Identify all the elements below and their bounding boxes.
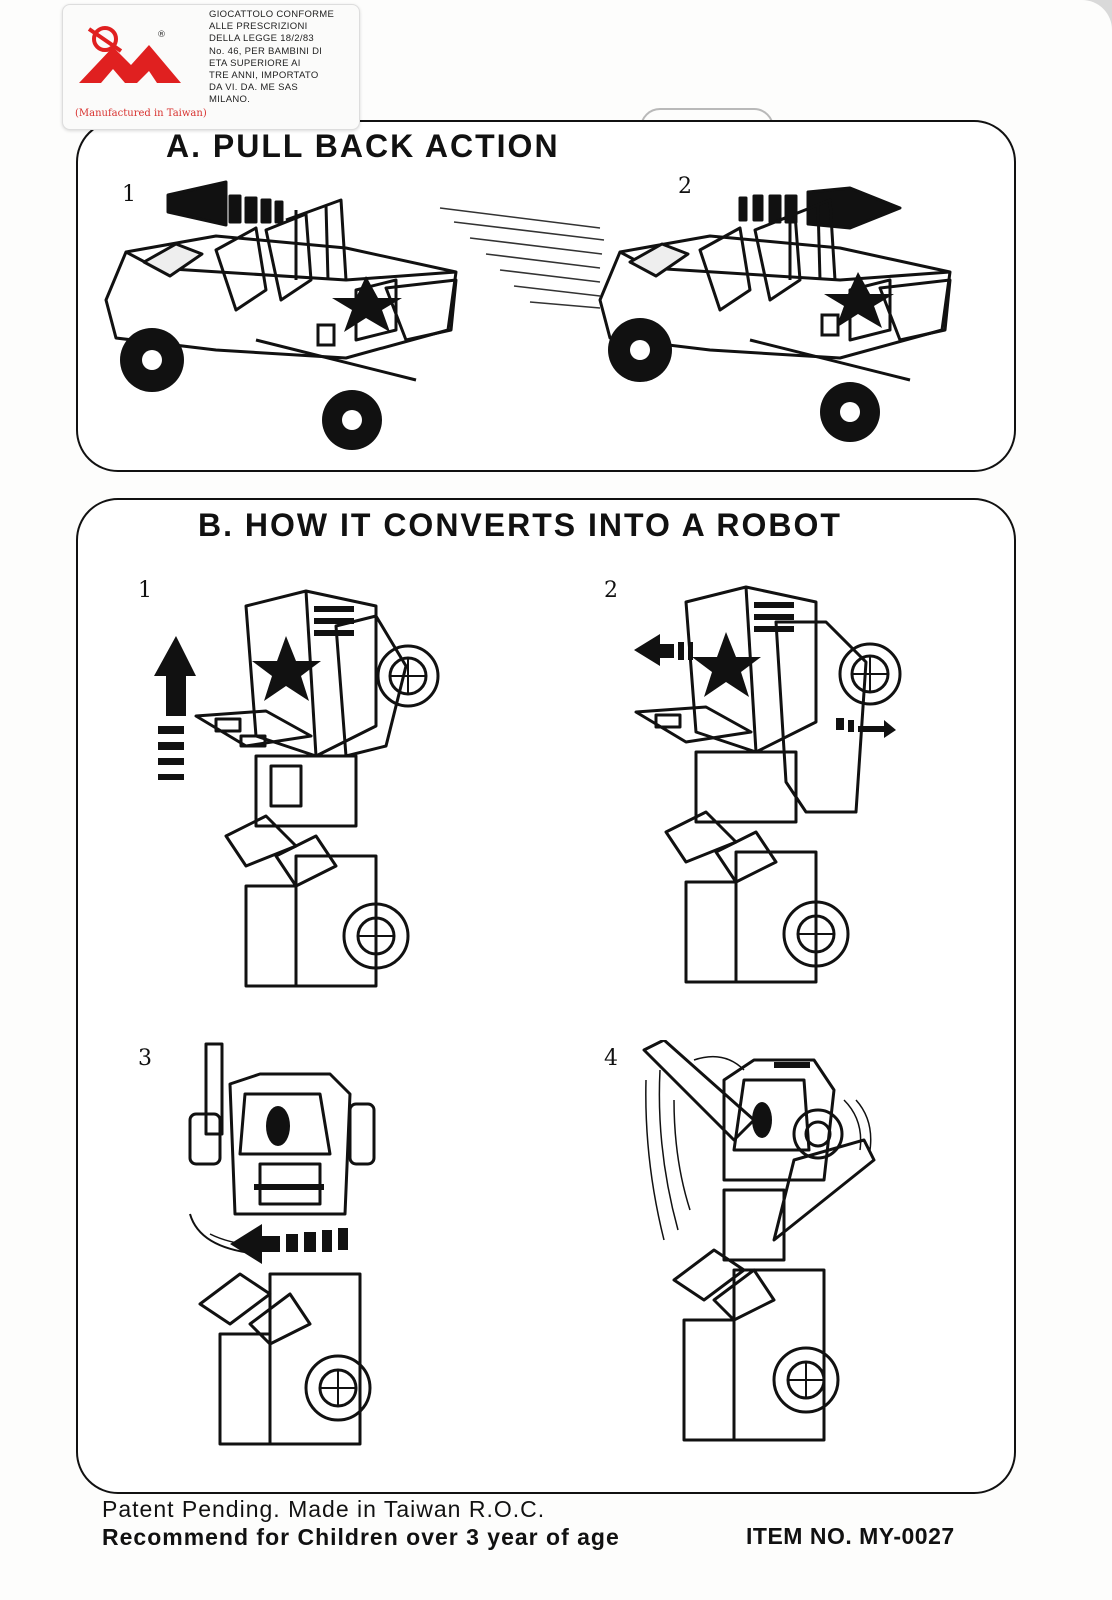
robot-step-3-icon — [188, 1042, 376, 1446]
jeep-pull-back-icon — [104, 180, 458, 450]
xdm-red-logo-icon: ® — [79, 26, 181, 83]
robot-step-1-icon — [154, 589, 440, 988]
step-b-3-number: 3 — [138, 1046, 152, 1071]
step-b-2-number: 2 — [604, 578, 618, 603]
footer-age-line: Recommend for Children over 3 year of ag… — [102, 1524, 620, 1550]
step-b-1-number: 1 — [138, 578, 152, 603]
robot-step-4-icon — [642, 1040, 876, 1442]
item-number: ITEM NO. MY-0027 — [746, 1523, 955, 1549]
section-a-title: A. PULL BACK ACTION — [160, 128, 566, 165]
footer-patent-line: Patent Pending. Made in Taiwan R.O.C. — [102, 1496, 546, 1522]
jeep-release-forward-icon — [598, 186, 952, 442]
step-a-2-number: 2 — [678, 174, 692, 199]
sticker-origin-text: (Manufactured in Taiwan) — [75, 108, 207, 119]
speed-lines-icon — [439, 207, 605, 309]
step-b-4-number: 4 — [604, 1046, 618, 1071]
footer-notes: Patent Pending. Made in Taiwan R.O.C. Re… — [102, 1495, 620, 1551]
sticker-legal-text: GIOCATTOLO CONFORME ALLE PRESCRIZIONI DE… — [209, 9, 335, 106]
conversion-panel — [76, 498, 1016, 1494]
importer-sticker: ® GIOCATTOLO CONFORME ALLE PRESCRIZIONI … — [62, 4, 360, 130]
section-b-title: B. HOW IT CONVERTS INTO A ROBOT — [192, 507, 848, 544]
robot-step-2-icon — [634, 585, 902, 984]
svg-text:®: ® — [157, 30, 166, 40]
step-a-1-number: 1 — [122, 182, 136, 207]
